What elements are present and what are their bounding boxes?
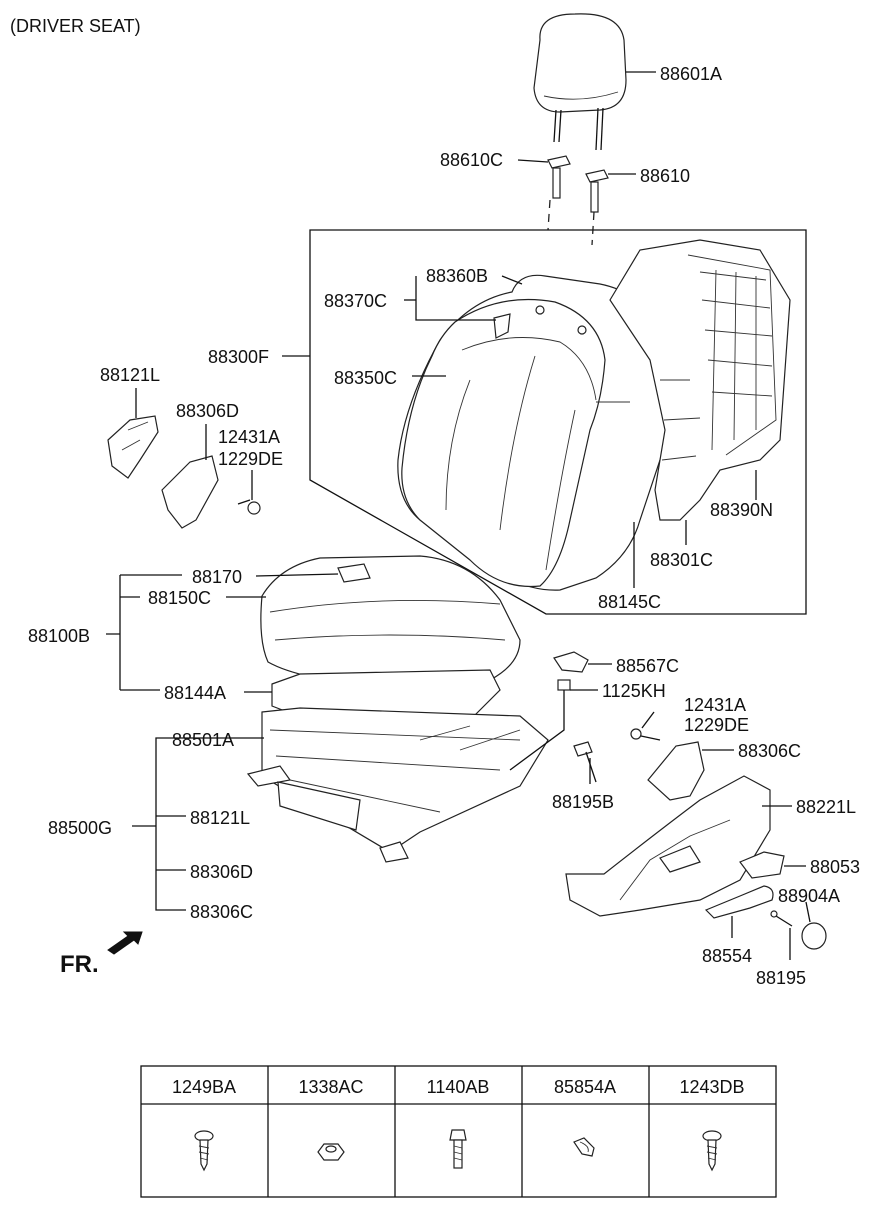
label-12431A-right: 12431A	[684, 695, 746, 715]
screw-right[interactable]	[630, 728, 661, 741]
recliner-cover-left[interactable]	[107, 415, 159, 479]
label-88195: 88195	[756, 968, 806, 988]
clip-88567C[interactable]	[553, 651, 589, 673]
seat-cushion[interactable]	[260, 555, 521, 687]
bolt-1125KH[interactable]	[557, 679, 571, 712]
back-frame[interactable]	[609, 239, 791, 521]
screw-88195[interactable]	[770, 910, 793, 927]
label-88350C: 88350C	[334, 368, 397, 388]
label-1125KH: 1125KH	[602, 681, 666, 701]
label-88306D-top: 88306D	[176, 401, 239, 421]
bolt-1140AB-icon	[449, 1129, 467, 1169]
back-cushion[interactable]	[401, 298, 630, 588]
label-88360B: 88360B	[426, 266, 488, 286]
front-arrow-icon	[107, 931, 143, 955]
label-88904A: 88904A	[778, 886, 840, 906]
screw-1249BA-icon	[194, 1130, 214, 1172]
label-88300F: 88300F	[208, 347, 269, 367]
label-88121L-top: 88121L	[100, 365, 160, 385]
label-88601A: 88601A	[660, 64, 722, 84]
side-cover-88221L[interactable]	[565, 775, 771, 917]
diagram-title: (DRIVER SEAT)	[10, 16, 141, 36]
table-header-1249BA: 1249BA	[172, 1077, 236, 1097]
headrest-guide-left[interactable]	[547, 155, 571, 199]
fastener-table: 1249BA 1338AC 1140AB 85854A 1243DB	[140, 1065, 777, 1198]
label-88053: 88053	[810, 857, 860, 877]
side-shield-left[interactable]	[161, 455, 219, 529]
label-88100B: 88100B	[28, 626, 90, 646]
back-assembly-box	[309, 229, 807, 615]
side-shield-right[interactable]	[647, 741, 705, 801]
label-88150C: 88150C	[148, 588, 211, 608]
label-88610C: 88610C	[440, 150, 503, 170]
label-88145C: 88145C	[598, 592, 661, 612]
lever-88554[interactable]	[704, 885, 774, 919]
screw-1243DB-icon	[702, 1130, 722, 1172]
front-direction-label: FR.	[60, 951, 99, 978]
seat-track-frame[interactable]	[246, 707, 549, 863]
label-88306C-bottom: 88306C	[190, 902, 253, 922]
headrest-guide-right[interactable]	[585, 169, 609, 213]
label-88306D-bottom: 88306D	[190, 862, 253, 882]
label-88221L: 88221L	[796, 797, 856, 817]
cap-88904A[interactable]	[801, 922, 827, 950]
label-88390N: 88390N	[710, 500, 773, 520]
table-header-1338AC: 1338AC	[298, 1077, 363, 1097]
label-1229DE-right: 1229DE	[684, 715, 749, 735]
label-88501A: 88501A	[172, 730, 234, 750]
label-88301C: 88301C	[650, 550, 713, 570]
knob-88053[interactable]	[739, 851, 785, 879]
label-88144A: 88144A	[164, 683, 226, 703]
table-header-1243DB: 1243DB	[679, 1077, 744, 1097]
label-88370C: 88370C	[324, 291, 387, 311]
guide-hole-right	[577, 325, 587, 335]
label-88170: 88170	[192, 567, 242, 587]
screw-88195B[interactable]	[573, 741, 597, 783]
table-header-1140AB: 1140AB	[427, 1077, 490, 1097]
label-88610: 88610	[640, 166, 690, 186]
label-1229DE-left: 1229DE	[218, 449, 283, 469]
screw-left[interactable]	[237, 499, 261, 515]
back-clip[interactable]	[493, 313, 511, 339]
label-88500G: 88500G	[48, 818, 112, 838]
label-88554: 88554	[702, 946, 752, 966]
clip-85854A-icon	[573, 1137, 595, 1157]
label-88121L-bottom: 88121L	[190, 808, 250, 828]
table-header-85854A: 85854A	[554, 1077, 616, 1097]
label-88567C: 88567C	[616, 656, 679, 676]
nut-1338AC-icon	[317, 1143, 345, 1161]
label-88306C-right: 88306C	[738, 741, 801, 761]
label-88195B: 88195B	[552, 792, 614, 812]
guide-hole-left	[535, 305, 545, 315]
label-12431A-left: 12431A	[218, 427, 280, 447]
headrest[interactable]	[533, 13, 627, 151]
